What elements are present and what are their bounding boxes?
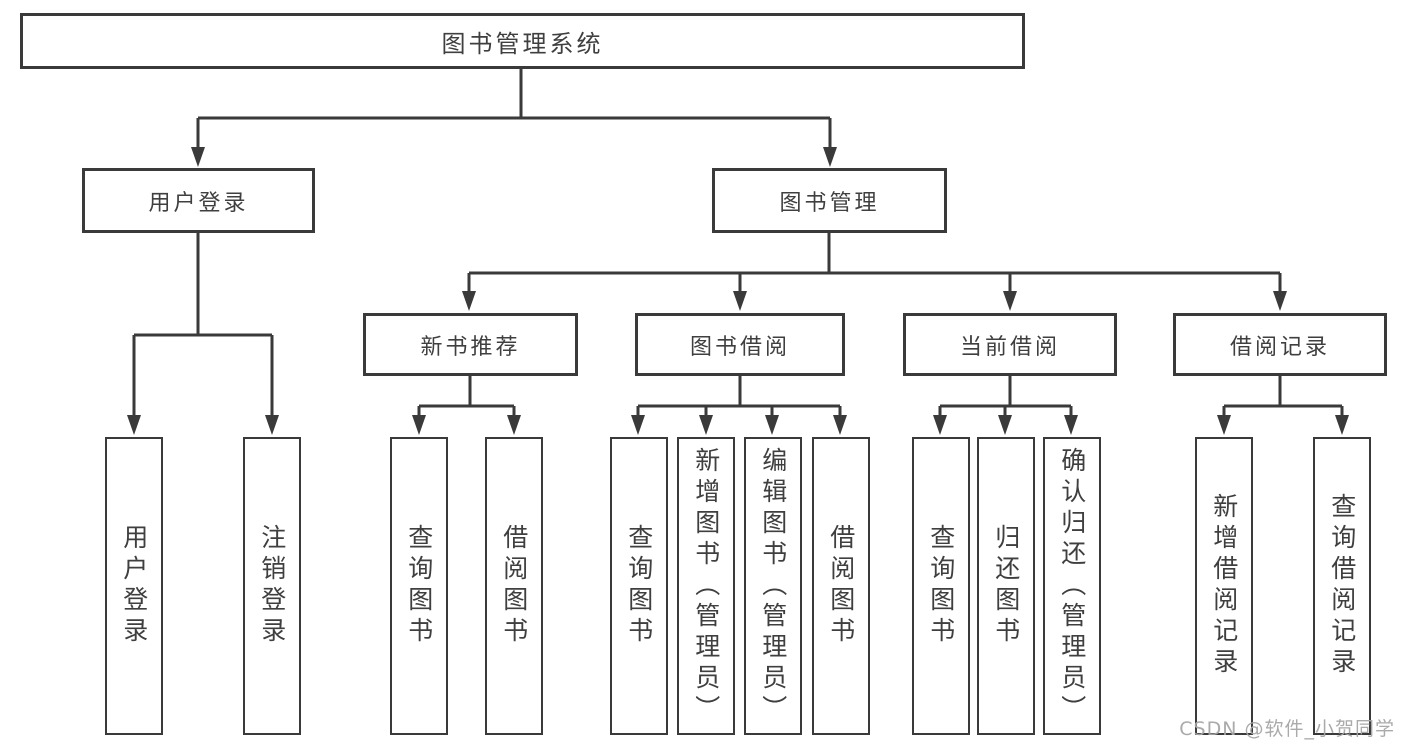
connector-path: [467, 232, 1282, 292]
connector-user-login-children: [127, 232, 279, 435]
arrow-down-icon: [1217, 415, 1231, 435]
node-current-borrow: 当前借阅: [903, 313, 1117, 376]
connector-path: [636, 376, 842, 417]
node-label: 确认归还（管理员）: [1057, 446, 1087, 726]
arrow-down-icon: [1003, 291, 1017, 311]
node-label: 归还图书: [991, 524, 1021, 648]
arrow-down-icon: [507, 415, 521, 435]
connector-path: [1222, 376, 1344, 417]
node-label: 查询图书: [624, 524, 654, 648]
connector-root-to-level2: [191, 68, 837, 167]
leaf-add-borrow-record: 新增借阅记录: [1195, 437, 1253, 735]
connector-path: [196, 68, 832, 149]
arrow-down-icon: [412, 415, 426, 435]
watermark: CSDN @软件_小贺同学: [1179, 718, 1395, 740]
node-label: 借阅记录: [1229, 334, 1330, 360]
arrow-down-icon: [127, 415, 141, 435]
node-label: 用户登录: [119, 524, 149, 648]
leaf-add-books-admin: 新增图书（管理员）: [677, 437, 735, 735]
leaf-query-books-current: 查询图书: [912, 437, 970, 735]
node-label: 编辑图书（管理员）: [758, 446, 788, 726]
leaf-confirm-return-admin: 确认归还（管理员）: [1043, 437, 1101, 735]
node-label: 图书管理: [779, 190, 880, 216]
arrow-down-icon: [1335, 415, 1349, 435]
node-label: 图书借阅: [689, 334, 790, 360]
node-label: 当前借阅: [959, 334, 1060, 360]
node-book-management: 图书管理: [712, 168, 947, 233]
arrow-down-icon: [765, 415, 779, 435]
node-library-system: 图书管理系统: [20, 13, 1025, 69]
connector-new-book-recommend-children: [412, 376, 521, 435]
node-user-login: 用户登录: [82, 168, 315, 233]
leaf-query-books-recommend: 查询图书: [390, 437, 448, 735]
arrow-down-icon: [823, 147, 837, 167]
connector-book-management-to-level3: [462, 232, 1287, 311]
connector-path: [938, 376, 1073, 417]
node-label: 新增图书（管理员）: [691, 446, 721, 726]
node-book-borrow: 图书借阅: [635, 313, 845, 376]
arrow-down-icon: [733, 291, 747, 311]
leaf-user-login: 用户登录: [105, 437, 163, 735]
leaf-borrow-books: 借阅图书: [812, 437, 870, 735]
arrow-down-icon: [998, 415, 1012, 435]
leaf-return-books: 归还图书: [977, 437, 1035, 735]
leaf-query-books-borrow: 查询图书: [610, 437, 668, 735]
connector-path: [417, 376, 516, 417]
node-label: 查询图书: [404, 524, 434, 648]
leaf-edit-books-admin: 编辑图书（管理员）: [744, 437, 802, 735]
connector-current-borrow-children: [933, 376, 1078, 435]
node-label: 新增借阅记录: [1209, 493, 1239, 679]
leaf-borrow-books-recommend: 借阅图书: [485, 437, 543, 735]
node-label: 新书推荐: [420, 334, 521, 360]
arrow-down-icon: [933, 415, 947, 435]
leaf-logout-login: 注销登录: [243, 437, 301, 735]
node-label: 注销登录: [257, 524, 287, 648]
node-label: 借阅图书: [826, 524, 856, 648]
leaf-query-borrow-record: 查询借阅记录: [1313, 437, 1371, 735]
arrow-down-icon: [1273, 291, 1287, 311]
connector-book-borrow-children: [631, 376, 847, 435]
arrow-down-icon: [631, 415, 645, 435]
node-label: 查询借阅记录: [1327, 493, 1357, 679]
arrow-down-icon: [1064, 415, 1078, 435]
node-new-book-recommend: 新书推荐: [363, 313, 578, 376]
node-borrow-records: 借阅记录: [1173, 313, 1387, 376]
connector-borrow-records-children: [1217, 376, 1349, 435]
arrow-down-icon: [462, 291, 476, 311]
arrow-down-icon: [833, 415, 847, 435]
connector-path: [132, 232, 274, 416]
node-label: 借阅图书: [499, 524, 529, 648]
node-label: 用户登录: [148, 190, 249, 216]
arrow-down-icon: [699, 415, 713, 435]
node-label: 图书管理系统: [441, 29, 604, 58]
arrow-down-icon: [191, 147, 205, 167]
node-label: 查询图书: [926, 524, 956, 648]
arrow-down-icon: [265, 415, 279, 435]
